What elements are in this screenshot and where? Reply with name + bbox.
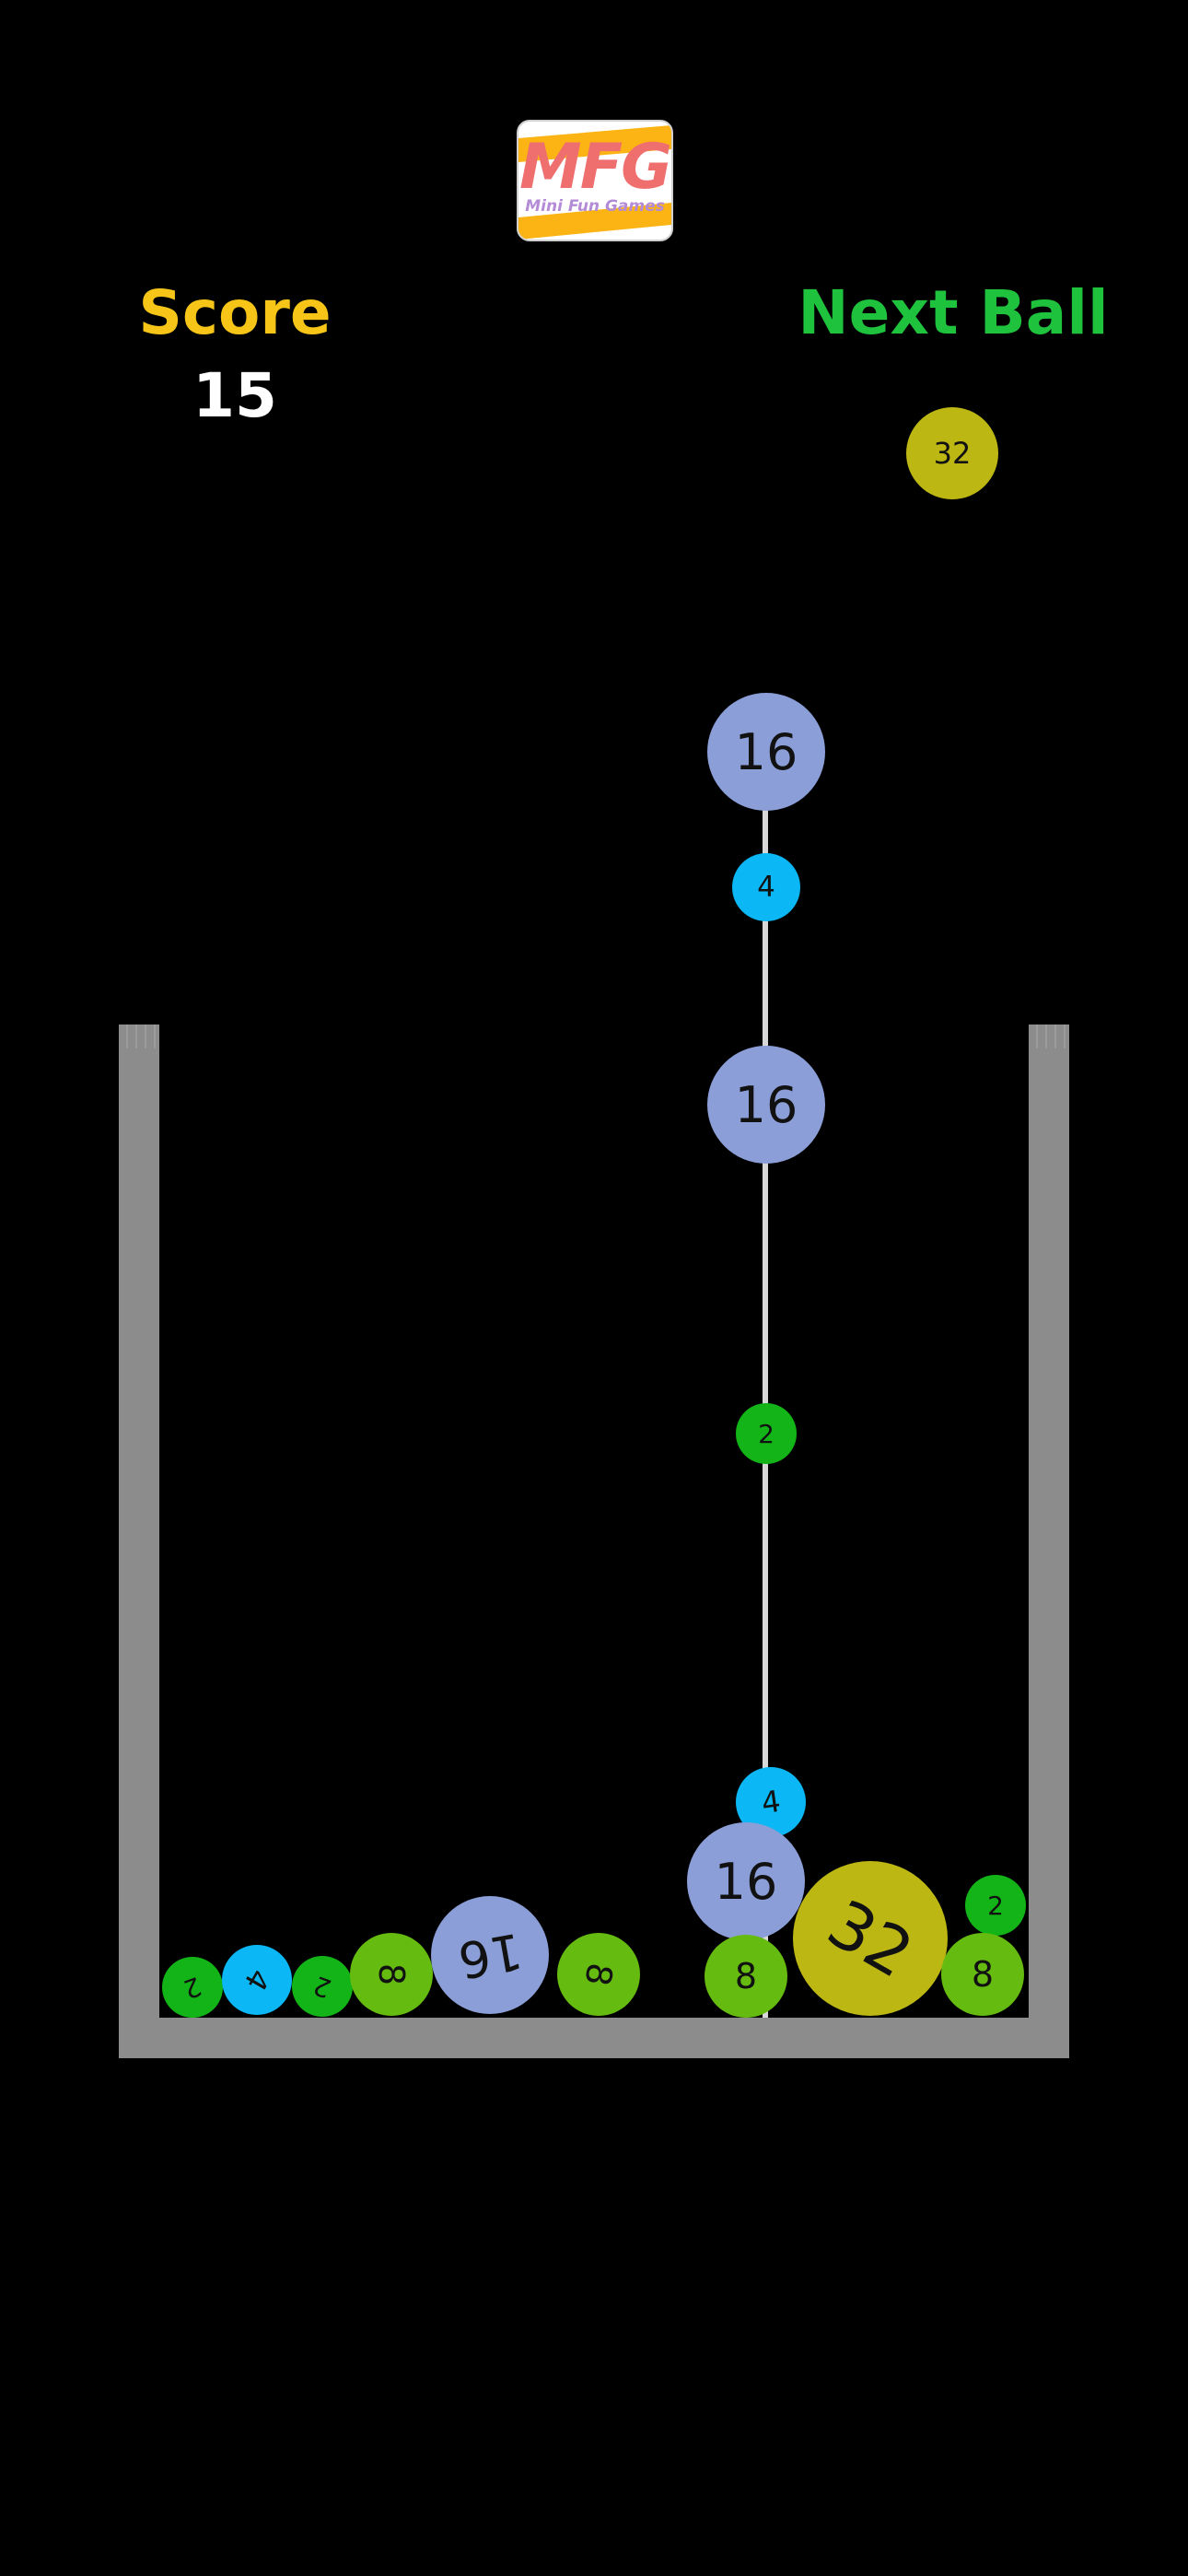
- falling-ball-value: 2: [758, 1418, 775, 1449]
- settled-ball-value: 2: [987, 1890, 1004, 1921]
- falling-ball-value: 16: [734, 722, 798, 781]
- falling-ball: 16: [707, 1046, 825, 1164]
- logo-subtitle: Mini Fun Games: [525, 197, 665, 216]
- next-ball-preview: 32: [906, 407, 998, 499]
- left-wall-cap: [119, 1025, 159, 1048]
- settled-ball: 8: [941, 1933, 1024, 2016]
- falling-ball: 16: [707, 693, 825, 811]
- settled-ball-value: 4: [237, 1962, 277, 1997]
- container-left-wall: [119, 1025, 159, 2058]
- next-ball-value: 32: [933, 436, 972, 471]
- settled-ball: 8: [350, 1933, 433, 2016]
- settled-ball: 16: [431, 1896, 549, 2014]
- settled-ball-value: 8: [371, 1962, 412, 1986]
- settled-ball: 16: [687, 1822, 805, 1940]
- settled-ball: 32: [793, 1861, 948, 2016]
- settled-ball: 4: [222, 1945, 292, 2015]
- settled-ball-value: 8: [734, 1956, 758, 1996]
- container-floor: [119, 2018, 1069, 2058]
- settled-ball: 2: [292, 1956, 353, 2017]
- settled-ball: 2: [965, 1875, 1026, 1936]
- settled-ball-value: 16: [453, 1921, 527, 1989]
- settled-ball-value: 8: [971, 1954, 995, 1995]
- drop-guide-line: [763, 751, 768, 2018]
- settled-ball: 8: [705, 1935, 787, 2018]
- score-value: 15: [192, 360, 277, 431]
- container-right-wall: [1029, 1025, 1069, 2058]
- falling-ball-value: 16: [734, 1075, 798, 1134]
- score-label: Score: [138, 277, 332, 348]
- settled-ball: 8: [557, 1933, 640, 2016]
- settled-ball-value: 2: [309, 1969, 336, 2004]
- next-ball-label: Next Ball: [798, 277, 1109, 348]
- falling-ball-value: 4: [757, 871, 775, 904]
- settled-ball-value: 2: [179, 1970, 206, 2005]
- falling-ball: 4: [732, 853, 800, 921]
- settled-ball-value: 32: [815, 1884, 926, 1993]
- mfg-logo: MFG Mini Fun Games: [517, 120, 673, 241]
- settled-ball-value: 16: [714, 1852, 778, 1911]
- settled-ball-value: 8: [577, 1960, 621, 1989]
- right-wall-cap: [1029, 1025, 1069, 1048]
- falling-ball: 2: [736, 1403, 797, 1464]
- settled-ball: 2: [162, 1957, 223, 2018]
- logo-stripes: [518, 125, 671, 240]
- logo-title: MFG: [519, 131, 671, 204]
- falling-ball-value: 4: [759, 1783, 783, 1821]
